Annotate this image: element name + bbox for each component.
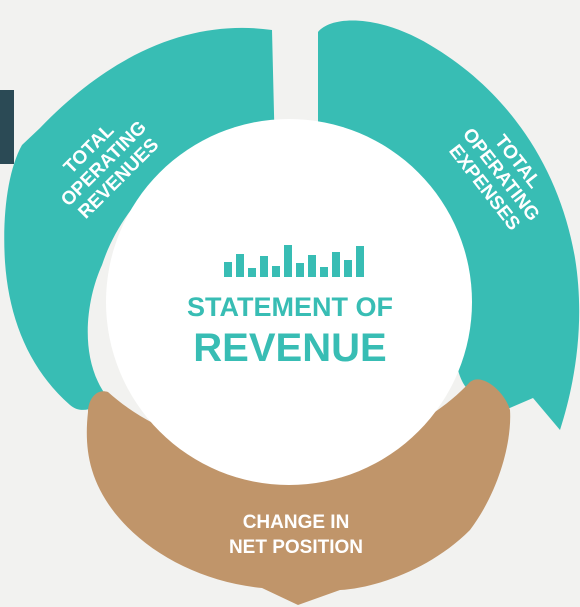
center-title-line2: REVENUE: [193, 326, 386, 370]
bar-chart-icon: [224, 245, 364, 277]
segment-bottom-label-line2: NET POSITION: [229, 537, 363, 558]
center-circle: [106, 119, 472, 485]
segment-left-total-operating-revenues: [4, 27, 276, 410]
segment-bottom-label-line1: CHANGE IN: [243, 512, 350, 533]
center-title-line1: STATEMENT OF: [187, 292, 393, 322]
left-edge-bar: [0, 90, 14, 164]
